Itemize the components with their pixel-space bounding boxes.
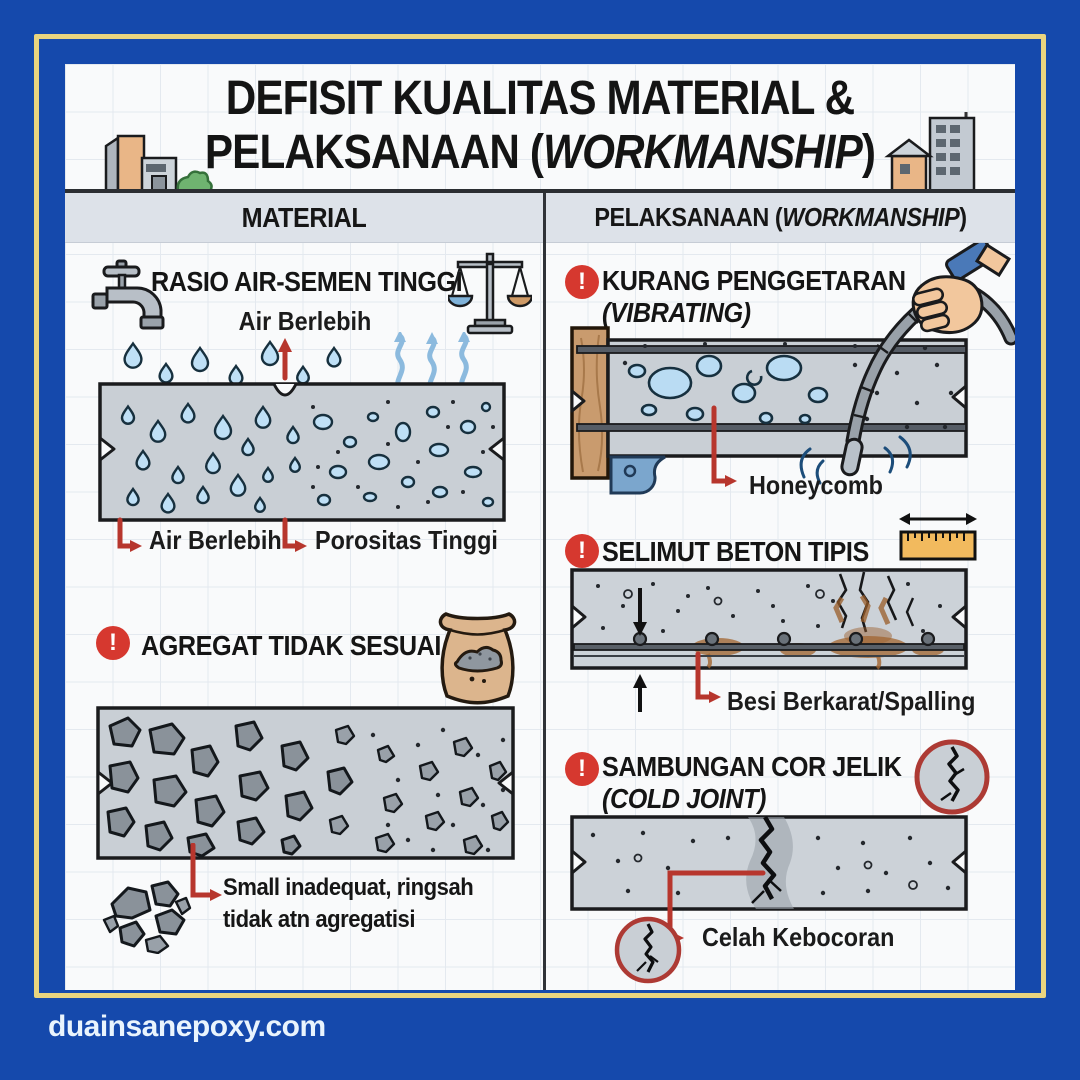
- label-besi-berkarat: Besi Berkarat/Spalling: [727, 686, 976, 716]
- aggregate-concrete-illustration: [96, 706, 515, 860]
- section-title-thin-cover: SELIMUT BETON TIPIS: [602, 536, 869, 567]
- label-honeycomb: Honeycomb: [749, 470, 883, 500]
- website-url: duainsanepoxy.com: [48, 1010, 326, 1043]
- warning-icon: !: [565, 752, 599, 786]
- buildings-right-icon: [884, 112, 976, 191]
- ruler-icon: [899, 513, 977, 561]
- crack-magnifier-icon: [914, 739, 990, 815]
- faucet-icon: [91, 259, 165, 330]
- thin-cover-slab-illustration: [570, 568, 968, 712]
- warning-icon: !: [565, 534, 599, 568]
- caption-line2: tidak atn agregatisi: [223, 906, 416, 934]
- label-porositas-tinggi: Porositas Tinggi: [315, 525, 498, 555]
- balance-scale-icon: [448, 252, 532, 335]
- warning-icon: !: [565, 265, 599, 299]
- content-panel: DEFISIT KUALITAS MATERIAL & PELAKSANAAN …: [65, 64, 1015, 990]
- column-header-material: MATERIAL: [241, 202, 367, 233]
- aggregate-caption: Small inadequat, ringsah tidak atn agreg…: [223, 872, 474, 937]
- porous-concrete-illustration: [98, 332, 506, 552]
- section-title-water-cement: RASIO AIR-SEMEN TINGGI: [151, 266, 463, 297]
- crack-detail-icon: [614, 916, 682, 984]
- cold-joint-slab-illustration: [570, 815, 968, 944]
- aggregate-pointer-arrow: [190, 843, 222, 901]
- section-title-cold-joint-2: (COLD JOINT): [602, 783, 766, 814]
- ground-line: [65, 189, 1015, 193]
- column-divider: [543, 193, 546, 990]
- cement-sack-icon: [438, 612, 517, 705]
- gravel-pile-icon: [102, 880, 192, 954]
- title-line1: DEFISIT KUALITAS MATERIAL &: [225, 72, 855, 125]
- vibrating-beam-illustration: [570, 243, 1015, 495]
- column-header-workmanship: PELAKSANAAN (WORKMANSHIP): [594, 202, 967, 232]
- section-title-cold-joint-1: SAMBUNGAN COR JELIK: [602, 751, 902, 782]
- gold-border: [34, 34, 1046, 998]
- column-header-band: [65, 193, 1015, 243]
- page-title: DEFISIT KUALITAS MATERIAL & PELAKSANAAN …: [122, 72, 958, 180]
- buildings-left-icon: [104, 134, 213, 191]
- warning-icon: !: [96, 626, 130, 660]
- label-celah-kebocoran: Celah Kebocoran: [702, 922, 895, 952]
- section-title-vibrating-1: KURANG PENGGETARAN: [602, 265, 906, 296]
- section-title-vibrating-2: (VIBRATING): [602, 297, 751, 328]
- label-air-berlebih-bottom: Air Berlebih: [149, 525, 282, 555]
- label-air-berlebih-top: Air Berlebih: [238, 306, 372, 336]
- section-title-aggregate: AGREGAT TIDAK SESUAI: [141, 630, 441, 661]
- title-line2: PELAKSANAAN (WORKMANSHIP): [204, 126, 876, 180]
- caption-line1: Small inadequat, ringsah: [223, 874, 474, 901]
